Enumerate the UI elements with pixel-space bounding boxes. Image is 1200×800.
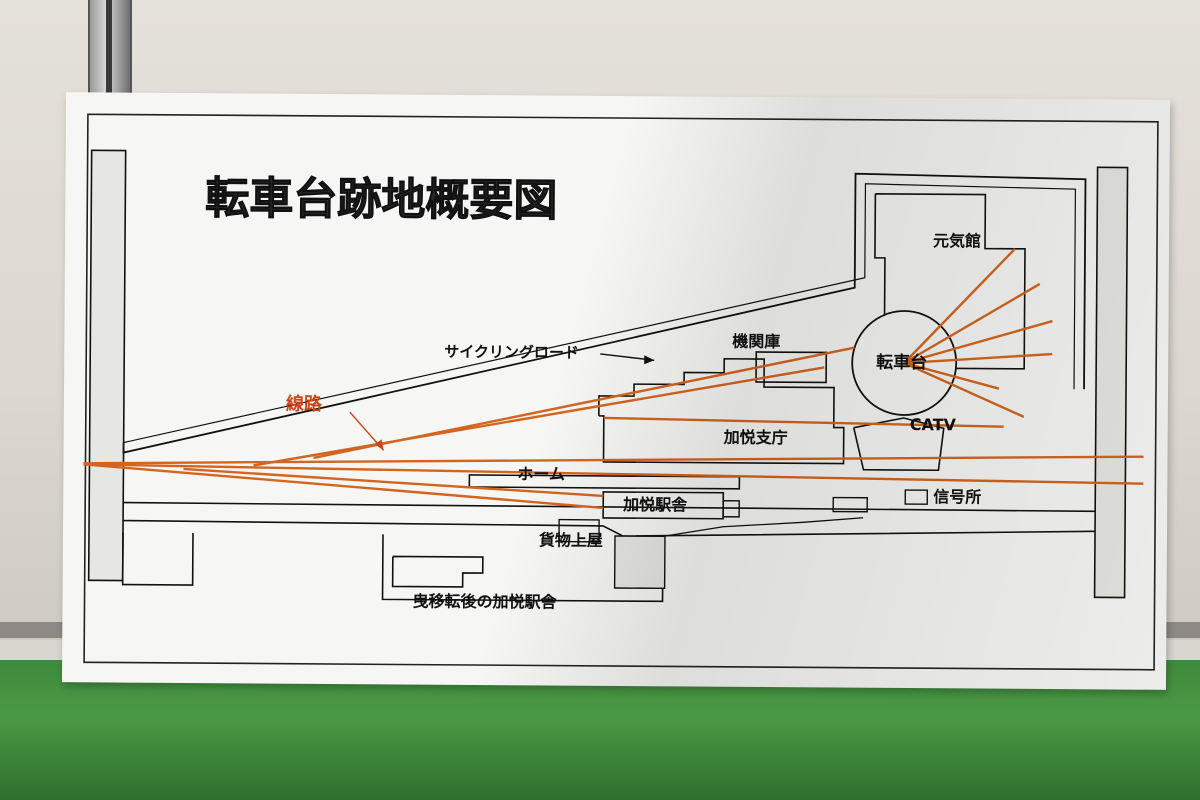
main-track <box>83 455 1144 465</box>
branch-office-building <box>598 357 845 465</box>
genkikan-building <box>874 193 1026 370</box>
radial-track-1 <box>903 247 1016 364</box>
cycling-road-inner <box>123 183 1077 444</box>
radial-track-5 <box>903 361 1000 390</box>
map-frame <box>83 113 1159 671</box>
track-engine-shed <box>253 366 825 467</box>
siding-station <box>83 463 604 510</box>
main-track-lower <box>83 463 1144 485</box>
radial-track-4 <box>904 352 1053 365</box>
tracks-arrowhead <box>374 439 384 451</box>
road-lower-edge <box>123 519 1096 537</box>
map-title: 転車台跡地概要図 <box>205 173 557 226</box>
label-genkikan: 元気館 <box>933 231 981 250</box>
track-branch <box>603 416 1004 428</box>
signal-box <box>904 489 929 505</box>
freight-shed <box>558 518 600 543</box>
label-station: 加悦駅舎 <box>622 495 688 514</box>
label-signal-box: 信号所 <box>933 487 981 506</box>
platform <box>468 474 741 490</box>
map-board: 転車台跡地概要図 サイクリングロード 線路 機関庫 転車台 元気館 CATV 加… <box>61 92 1171 690</box>
gray-pillar <box>613 535 666 590</box>
catv-building <box>852 417 945 472</box>
label-freight-shed: 貨物上屋 <box>539 530 603 549</box>
cycling-road-arrowhead <box>644 355 655 365</box>
tracks <box>83 247 1144 510</box>
station-annex <box>722 500 740 518</box>
bottom-left-block <box>121 532 194 586</box>
label-tracks: 線路 <box>286 393 323 415</box>
left-road <box>87 149 127 582</box>
label-branch-office: 加悦支庁 <box>723 428 788 447</box>
siding-platform <box>183 467 604 498</box>
label-engine-shed: 機関庫 <box>732 332 780 351</box>
label-turntable: 転車台 <box>876 352 927 373</box>
label-cycling-road: サイクリングロード <box>444 343 579 362</box>
access-road <box>662 517 864 537</box>
radial-track-3 <box>903 319 1053 365</box>
small-structure <box>832 496 868 513</box>
right-road <box>1093 166 1129 599</box>
relocated-station-building <box>391 555 484 588</box>
label-platform: ホーム <box>517 464 565 483</box>
road-upper-edge <box>123 501 1096 513</box>
radial-track-6 <box>903 361 1025 418</box>
cycling-road-edge <box>122 172 1087 454</box>
radial-track-2 <box>903 282 1041 365</box>
wall-rail-slot <box>106 0 112 96</box>
site-map: 転車台跡地概要図 サイクリングロード 線路 機関庫 転車台 元気館 CATV 加… <box>83 113 1159 671</box>
label-catv: CATV <box>910 415 957 434</box>
track-turntable <box>313 346 855 460</box>
label-relocated-station: 曳移転後の加悦駅舎 <box>412 592 557 612</box>
